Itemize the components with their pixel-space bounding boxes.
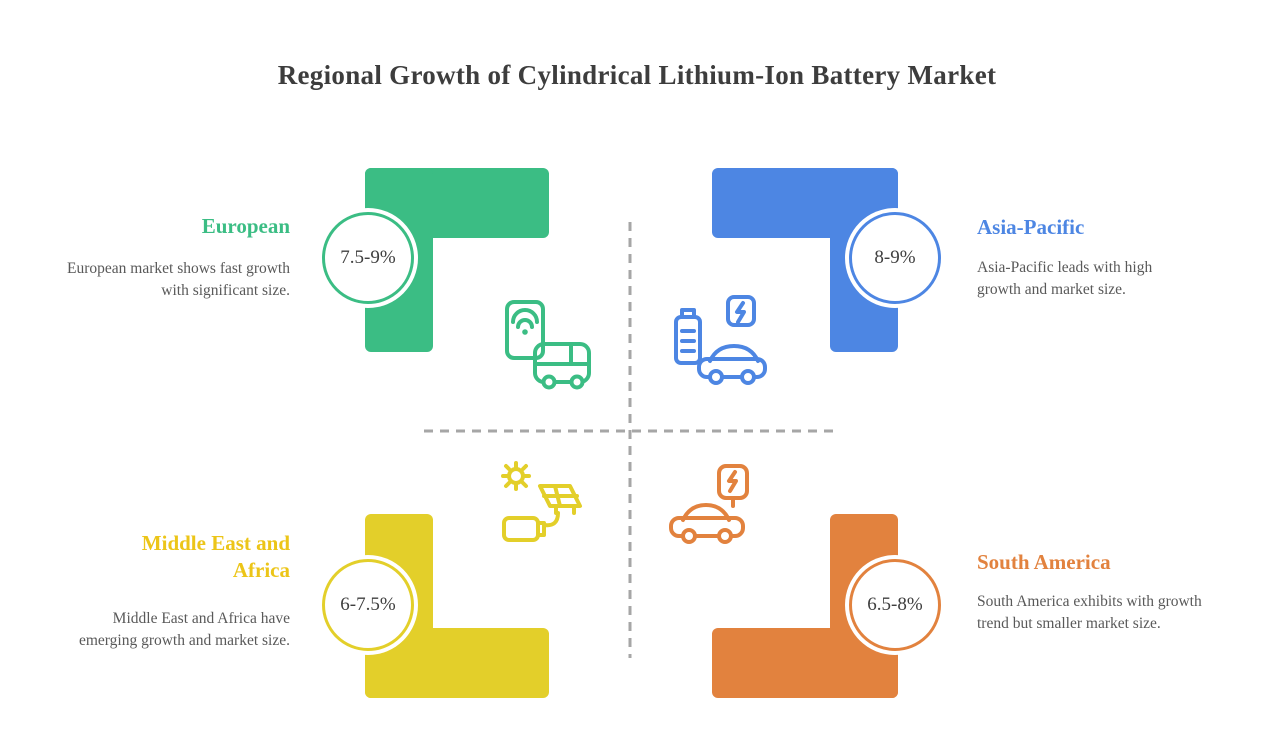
battery-icon (674, 308, 702, 365)
european-description: European market shows fast growth with s… (67, 260, 290, 300)
european-growth-badge: 7.5-9% (322, 212, 414, 304)
european-heading: European (201, 214, 290, 238)
car-icon (697, 344, 767, 385)
middle-east-africa-heading: Middle East and Africa (141, 531, 290, 583)
middle-east-africa-corner-shape (365, 514, 549, 698)
european-icons (505, 300, 591, 390)
middle-east-africa-growth-value: 6-7.5% (340, 594, 396, 615)
asia-pacific-icons (674, 295, 767, 385)
ev-charger-icon (717, 464, 749, 508)
asia-pacific-growth-badge: 8-9% (849, 212, 941, 304)
battery-charging-icon (502, 511, 560, 542)
middle-east-africa-description: Middle East and Africa have emerging gro… (78, 610, 290, 650)
european-growth-value: 7.5-9% (340, 247, 396, 268)
asia-pacific-heading: Asia-Pacific (977, 215, 1085, 239)
middle-east-africa-icons (501, 461, 582, 542)
car-icon (669, 503, 745, 544)
asia-pacific-growth-value: 8-9% (874, 247, 916, 268)
bus-icon (533, 342, 591, 390)
south-america-heading: South America (977, 550, 1111, 574)
page-title: Regional Growth of Cylindrical Lithium-I… (277, 60, 997, 90)
south-america-description: South America exhibits with growth trend… (977, 593, 1202, 633)
smartphone-wifi-icon (505, 300, 545, 360)
solar-panel-icon (538, 484, 582, 515)
middle-east-africa-growth-badge: 6-7.5% (322, 559, 414, 651)
asia-pacific-description: Asia-Pacific leads with high growth and … (977, 259, 1153, 299)
ev-charger-icon (726, 295, 756, 327)
horizontal-divider (424, 429, 838, 433)
south-america-icons (669, 464, 749, 544)
south-america-growth-badge: 6.5-8% (849, 559, 941, 651)
south-america-growth-value: 6.5-8% (867, 594, 923, 615)
sun-icon (501, 461, 531, 491)
vertical-divider (628, 222, 632, 658)
